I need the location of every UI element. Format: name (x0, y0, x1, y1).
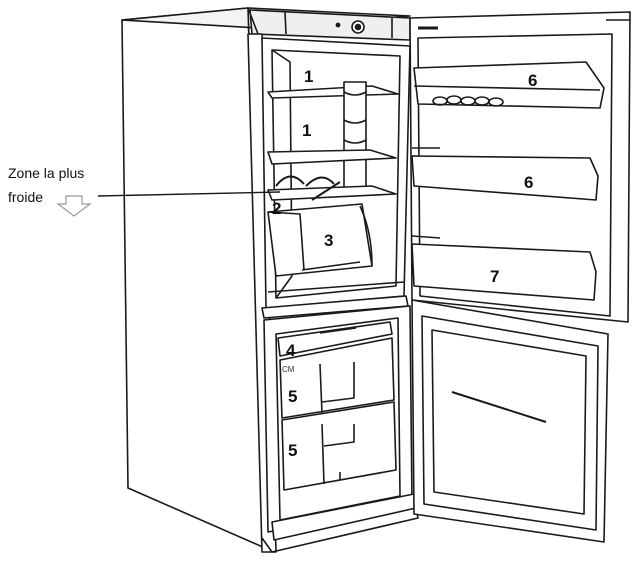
label-door-balcony-middle: 6 (524, 173, 533, 192)
down-arrow-icon (56, 195, 92, 217)
coldest-zone-label-line2: froide (8, 189, 44, 205)
freezer-flap (277, 321, 393, 357)
door-balcony-bottom (411, 243, 597, 301)
label-door-balcony-top: 6 (528, 71, 537, 90)
fridge-middle-shelf (267, 149, 397, 165)
label-freezer-drawer-upper: 5 (288, 387, 297, 406)
label-top-shelf: 1 (304, 67, 313, 86)
drawer-marking: CM (282, 365, 295, 374)
crisper-drawer (267, 203, 373, 277)
label-middle-shelf: 1 (302, 121, 311, 140)
label-fridge-drawer: 3 (324, 231, 333, 250)
label-coldest-shelf: 2 (272, 199, 281, 218)
coldest-shelf (267, 185, 397, 201)
bottle-icon (343, 81, 367, 191)
freezer-drawer-upper (279, 337, 395, 419)
coldest-zone-label-line1: Zone la plus (8, 165, 85, 181)
freezer-door (411, 299, 609, 543)
cabinet-side-panel (121, 7, 266, 549)
egg-tray-icon (432, 95, 504, 107)
door-balcony-top (413, 61, 605, 109)
label-freezer-drawer-lower: 5 (288, 441, 297, 460)
label-door-balcony-bottom: 7 (490, 267, 499, 286)
coldest-zone-leader-line (97, 191, 281, 197)
freezer-drawer-lower (281, 401, 397, 491)
label-freezer-flap: 4 (286, 341, 296, 360)
door-balcony-middle (411, 155, 599, 201)
